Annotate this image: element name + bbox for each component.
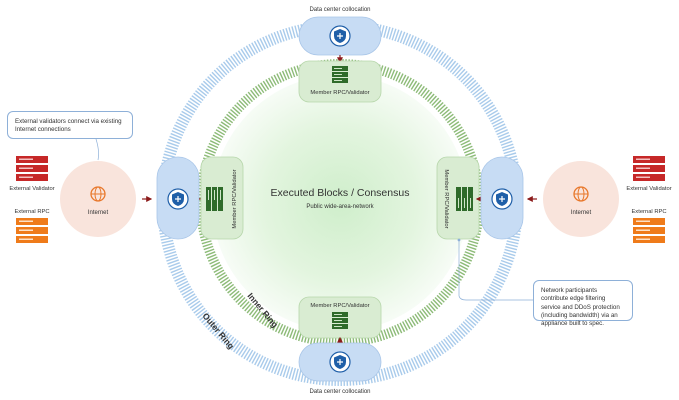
member-label-top: Member RPC/Validator — [310, 90, 369, 96]
server-icon — [332, 312, 348, 329]
center-subtitle: Public wide-area-network — [306, 204, 374, 210]
external-rpc-label-right: External RPC — [631, 209, 666, 215]
datacenter-label-bottom: Data center collocation — [309, 389, 370, 395]
server-icon — [206, 187, 223, 211]
note-right: Network participants contribute edge fil… — [533, 280, 633, 327]
member-label-bottom: Member RPC/Validator — [310, 303, 369, 309]
consensus-area — [212, 75, 468, 331]
external-validator-label-left: External Validator — [9, 186, 54, 192]
callout-connector-left — [94, 135, 99, 161]
server-icon — [456, 187, 473, 211]
note-left: External validators connect via existing… — [7, 111, 133, 139]
outer-ring-label: Outer Ring — [200, 311, 236, 351]
shield-icon — [491, 188, 513, 210]
external-rpc-icon — [633, 218, 665, 243]
external-validator-label-right: External Validator — [626, 186, 671, 192]
external-validator-icon — [16, 156, 48, 181]
server-icon — [332, 66, 348, 83]
shield-icon — [329, 25, 351, 47]
internet-label-right: Internet — [571, 210, 592, 216]
internet-node-right — [543, 161, 619, 237]
external-rpc-icon — [16, 218, 48, 243]
member-label-left: Member RPC/Validator — [232, 169, 238, 228]
shield-icon — [167, 188, 189, 210]
member-label-right: Member RPC/Validator — [443, 169, 449, 228]
center-title: Executed Blocks / Consensus — [271, 187, 410, 199]
datacenter-label-top: Data center collocation — [309, 7, 370, 13]
internet-node-left — [60, 161, 136, 237]
globe-icon — [90, 186, 106, 202]
shield-icon — [329, 351, 351, 373]
external-validator-icon — [633, 156, 665, 181]
external-rpc-label-left: External RPC — [14, 209, 49, 215]
internet-label-left: Internet — [88, 210, 109, 216]
globe-icon — [573, 186, 589, 202]
callout-connector-right — [458, 240, 533, 301]
callout-dot — [457, 238, 461, 242]
